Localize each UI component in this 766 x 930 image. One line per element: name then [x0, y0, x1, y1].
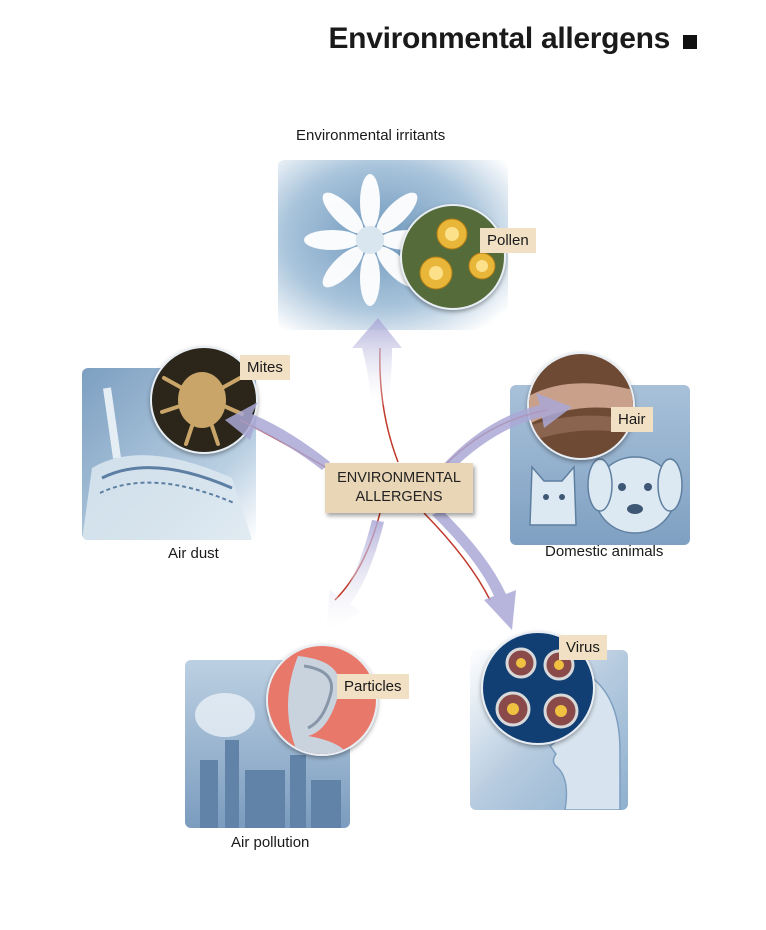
arrow-down-right-icon	[423, 510, 516, 630]
air-pollution-caption: Air pollution	[231, 834, 310, 851]
mites-circle	[150, 346, 258, 454]
arrow-down-left-icon	[326, 512, 384, 632]
center-label-line1: ENVIRONMENTAL	[337, 470, 461, 486]
particles-tag: Particles	[337, 674, 409, 699]
arrow-left-icon	[225, 402, 331, 471]
pollen-circle	[400, 204, 506, 310]
environmental-irritants-caption: Environmental irritants	[296, 127, 446, 144]
hair-tag: Hair	[611, 407, 653, 432]
center-label-line2: ALLERGENS	[355, 489, 443, 505]
mites-tag: Mites	[240, 355, 290, 380]
title-square-icon	[683, 35, 697, 49]
virus-tag: Virus	[559, 635, 607, 660]
mite-icon	[152, 348, 256, 452]
particle-icon	[268, 646, 376, 754]
domestic-animals-caption: Domestic animals	[545, 543, 664, 560]
particles-circle	[266, 644, 378, 756]
pollen-grain-icon	[402, 206, 504, 308]
arrow-up-icon	[352, 318, 402, 463]
pollen-tag: Pollen	[480, 228, 536, 253]
air-dust-caption: Air dust	[168, 545, 219, 562]
arrow-right-icon	[440, 393, 572, 472]
center-label-box: ENVIRONMENTAL ALLERGENS	[325, 463, 473, 513]
page-title: Environmental allergens	[328, 22, 670, 55]
